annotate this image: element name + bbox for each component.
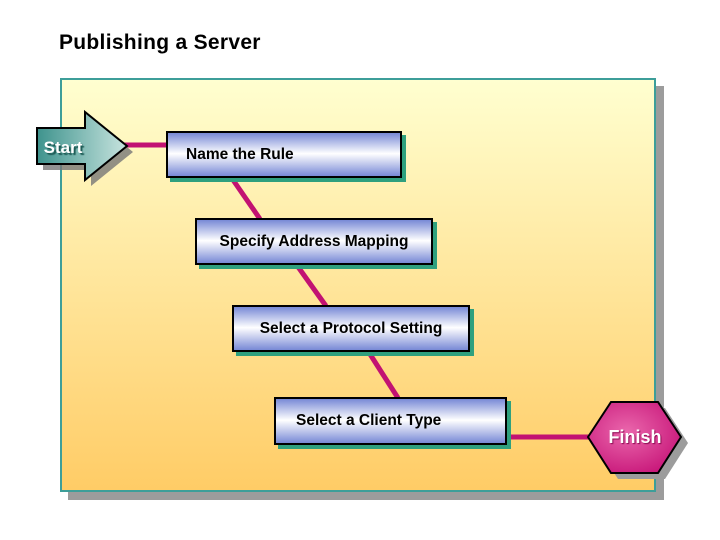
connector-step1-to-step2 xyxy=(228,175,263,221)
step-box-client-type: Select a Client Type xyxy=(274,397,507,445)
step-label: Name the Rule xyxy=(186,145,294,163)
finish-label: Finish xyxy=(608,426,662,447)
step-label: Select a Client Type xyxy=(296,412,442,429)
connector-step3-to-step4 xyxy=(365,349,401,400)
start-arrow-icon xyxy=(36,109,133,186)
step-box-name-rule: Name the Rule xyxy=(166,131,402,178)
finish-hexagon-shape xyxy=(586,401,683,474)
step-label: Select a Protocol Setting xyxy=(259,319,443,337)
slide-title: Publishing a Server xyxy=(59,31,261,54)
start-label: Start xyxy=(43,138,83,157)
start-arrow-shape xyxy=(36,109,129,183)
step-box-protocol-setting: Select a Protocol Setting xyxy=(232,305,470,352)
finish-hexagon-icon xyxy=(586,401,688,479)
step-box-address-mapping: Specify Address Mapping xyxy=(195,218,433,265)
step-label: Specify Address Mapping xyxy=(219,232,409,250)
connector-step2-to-step3 xyxy=(293,262,329,308)
